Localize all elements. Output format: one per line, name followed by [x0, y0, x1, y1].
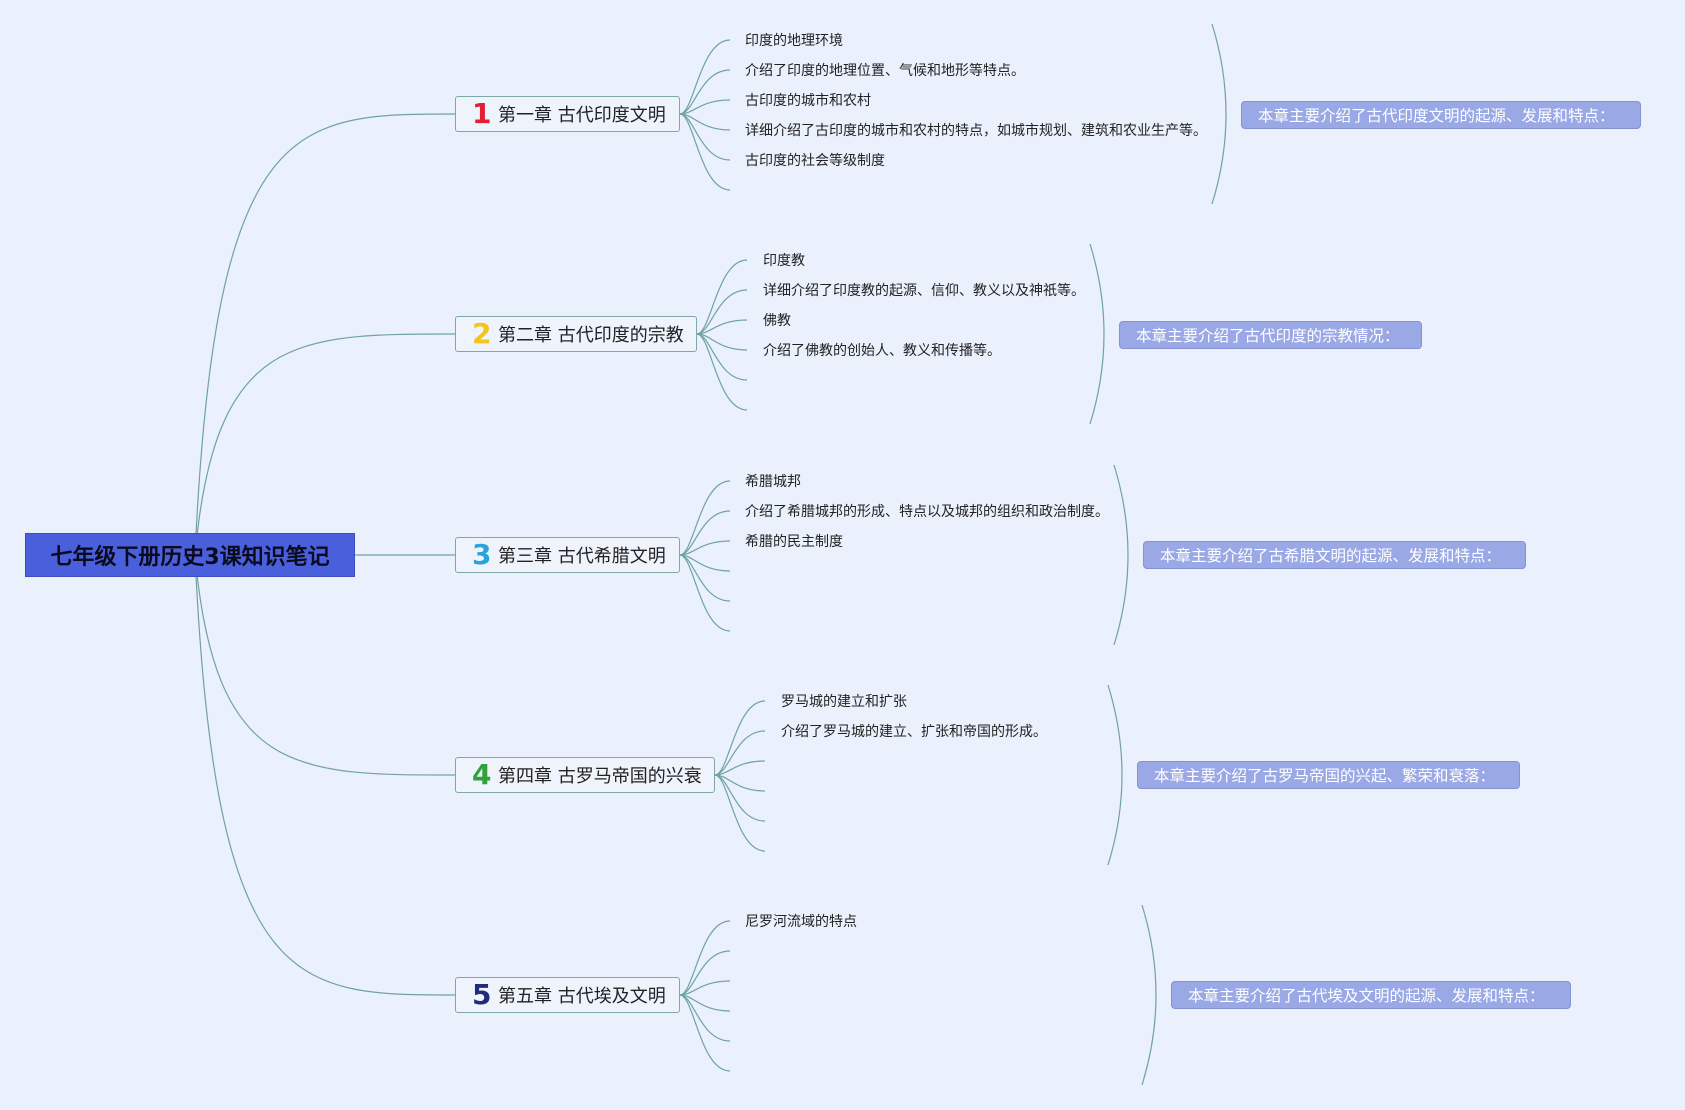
chapter-5-branch-5 [679, 994, 731, 1042]
chapter-4-branch-5 [714, 774, 766, 822]
ch1-subtopic-5[interactable]: 古印度的社会等级制度 [745, 153, 885, 169]
chapter-2-node[interactable]: 2 第二章 古代印度的宗教 [455, 316, 697, 352]
chapter-3-branch-5 [679, 554, 731, 602]
root-to-chapter-5-line [194, 554, 456, 996]
chapter-5-branch-6 [679, 994, 731, 1072]
chapter-1-branch-3 [679, 99, 731, 115]
chapter-2-branch-6 [696, 333, 748, 411]
ch3-subtopic-2[interactable]: 介绍了希腊城邦的形成、特点以及城邦的组织和政治制度。 [745, 504, 1109, 520]
chapter-4-branch-2 [714, 730, 766, 776]
ch3-subtopic-3[interactable]: 希腊的民主制度 [745, 534, 843, 550]
chapter-4-branch-3 [714, 760, 766, 776]
chapter-4-branch-6 [714, 774, 766, 852]
chapter-1-summary-bracket [1211, 23, 1227, 205]
chapter-3-node[interactable]: 3 第三章 古代希腊文明 [455, 537, 680, 573]
ch2-subtopic-3[interactable]: 佛教 [763, 313, 791, 329]
chapter-2-branch-1 [696, 259, 748, 335]
root-to-chapter-4-line [194, 554, 456, 776]
chapter-5-number: 5 [472, 978, 492, 1011]
chapter-2-summary-bracket [1089, 243, 1105, 425]
root-to-chapter-2-line [194, 333, 456, 556]
chapter-3-number: 3 [472, 538, 492, 571]
chapter-1-branch-2 [679, 69, 731, 115]
ch4-subtopic-2[interactable]: 介绍了罗马城的建立、扩张和帝国的形成。 [781, 724, 1047, 740]
root-to-chapter-1-line [194, 113, 456, 556]
root-topic[interactable]: 七年级下册历史3课知识笔记 [25, 533, 355, 577]
chapter-4-node[interactable]: 4 第四章 古罗马帝国的兴衰 [455, 757, 715, 793]
ch3-subtopic-1[interactable]: 希腊城邦 [745, 474, 801, 490]
chapter-5-branch-3 [679, 980, 731, 996]
ch2-subtopic-1[interactable]: 印度教 [763, 253, 805, 269]
ch1-subtopic-1[interactable]: 印度的地理环境 [745, 33, 843, 49]
chapter-4-branch-1 [714, 700, 766, 776]
ch1-subtopic-2[interactable]: 介绍了印度的地理位置、气候和地形等特点。 [745, 63, 1025, 79]
chapter-3-title: 第三章 古代希腊文明 [498, 546, 666, 567]
chapter-1-summary[interactable]: 本章主要介绍了古代印度文明的起源、发展和特点： [1241, 101, 1641, 129]
ch5-subtopic-1[interactable]: 尼罗河流域的特点 [745, 914, 857, 930]
chapter-3-branch-2 [679, 510, 731, 556]
chapter-4-title: 第四章 古罗马帝国的兴衰 [498, 766, 702, 787]
chapter-3-summary-bracket [1113, 464, 1129, 646]
chapter-2-branch-3 [696, 319, 748, 335]
chapter-3-branch-1 [679, 480, 731, 556]
chapter-1-branch-6 [679, 113, 731, 191]
ch1-subtopic-4[interactable]: 详细介绍了古印度的城市和农村的特点，如城市规划、建筑和农业生产等。 [745, 123, 1207, 139]
ch1-subtopic-3[interactable]: 古印度的城市和农村 [745, 93, 871, 109]
chapter-5-summary-text: 本章主要介绍了古代埃及文明的起源、发展和特点： [1188, 987, 1545, 1005]
chapter-5-branch-1 [679, 920, 731, 996]
chapter-5-summary[interactable]: 本章主要介绍了古代埃及文明的起源、发展和特点： [1171, 981, 1571, 1009]
chapter-3-summary-text: 本章主要介绍了古希腊文明的起源、发展和特点： [1160, 547, 1502, 565]
chapter-1-summary-text: 本章主要介绍了古代印度文明的起源、发展和特点： [1258, 107, 1615, 125]
chapter-1-branch-5 [679, 113, 731, 161]
chapter-2-number: 2 [472, 317, 492, 350]
chapter-4-number: 4 [472, 758, 492, 791]
ch2-subtopic-4[interactable]: 介绍了佛教的创始人、教义和传播等。 [763, 343, 1001, 359]
chapter-1-node[interactable]: 1 第一章 古代印度文明 [455, 96, 680, 132]
chapter-5-branch-2 [679, 950, 731, 996]
chapter-2-summary[interactable]: 本章主要介绍了古代印度的宗教情况： [1119, 321, 1422, 349]
chapter-2-branch-5 [696, 333, 748, 381]
chapter-2-title: 第二章 古代印度的宗教 [498, 325, 684, 346]
chapter-1-number: 1 [472, 97, 492, 130]
chapter-4-summary[interactable]: 本章主要介绍了古罗马帝国的兴起、繁荣和衰落： [1137, 761, 1520, 789]
root-title: 七年级下册历史3课知识笔记 [50, 545, 330, 570]
chapter-4-summary-bracket [1107, 684, 1123, 866]
chapter-5-summary-bracket [1141, 904, 1157, 1086]
ch2-subtopic-2[interactable]: 详细介绍了印度教的起源、信仰、教义以及神祇等。 [763, 283, 1085, 299]
chapter-3-summary[interactable]: 本章主要介绍了古希腊文明的起源、发展和特点： [1143, 541, 1526, 569]
chapter-3-branch-3 [679, 540, 731, 556]
chapter-2-branch-2 [696, 289, 748, 335]
chapter-5-title: 第五章 古代埃及文明 [498, 986, 666, 1007]
chapter-5-node[interactable]: 5 第五章 古代埃及文明 [455, 977, 680, 1013]
chapter-1-branch-1 [679, 39, 731, 115]
chapter-3-branch-6 [679, 554, 731, 632]
chapter-2-summary-text: 本章主要介绍了古代印度的宗教情况： [1136, 327, 1400, 345]
chapter-1-title: 第一章 古代印度文明 [498, 105, 666, 126]
ch4-subtopic-1[interactable]: 罗马城的建立和扩张 [781, 694, 907, 710]
chapter-4-summary-text: 本章主要介绍了古罗马帝国的兴起、繁荣和衰落： [1154, 767, 1496, 785]
